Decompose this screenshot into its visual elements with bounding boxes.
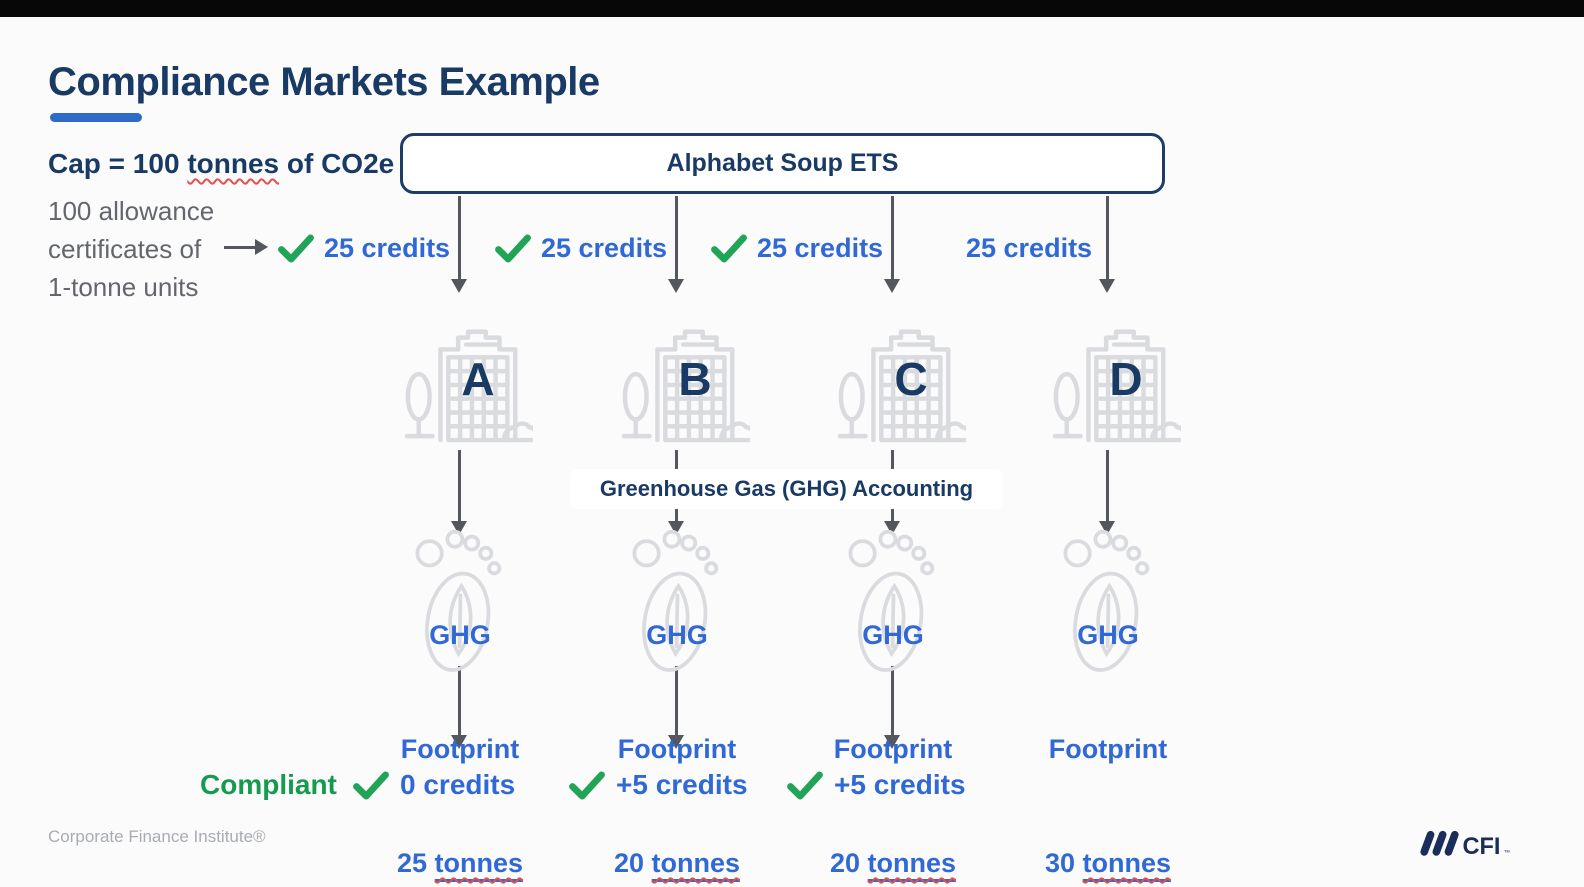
footprint-unit: tonnes [434,848,524,878]
footprint-unit: tonnes [867,848,957,878]
cfi-logo-tm: ™ [1504,849,1510,856]
arrow-down-icon [1099,196,1115,293]
footprint-tonnage: 30 tonnes [988,844,1228,882]
footprint-unit: tonnes [651,848,741,878]
company-letter-c: C [894,353,928,405]
footprint-word: Footprint [1048,734,1168,764]
footprint-tonnage: 20 tonnes [773,844,1013,882]
allocation-a: 25 credits [277,229,450,267]
building-icon [404,329,533,443]
ghg-footprint-b: GHG Footprint 20 tonnes [557,540,797,887]
result-c-label: +5 credits [834,769,966,800]
ghg-footprint-d: GHG Footprint 30 tonnes [988,540,1228,887]
check-icon [278,233,314,263]
building-icon [621,329,750,443]
check-icon [711,233,747,263]
result-a-label: 0 credits [400,769,516,800]
arrow-down-icon [451,196,467,293]
allowance-note-line2: certificates of [48,234,202,264]
arrow-down-icon [884,666,900,749]
ghg-accounting-label: Greenhouse Gas (GHG) Accounting [570,469,1003,509]
arrow-down-icon [884,196,900,293]
arrow-right-icon [224,239,268,255]
cfi-logo-text: CFI [1462,833,1500,859]
ghg-word: GHG [862,620,924,650]
ghg-word: GHG [646,620,708,650]
allocation-d-label: 25 credits [966,232,1093,263]
arrow-down-icon [451,450,467,535]
allocation-b-label: 25 credits [541,232,668,263]
footprint-tonnage: 25 tonnes [340,844,580,882]
footprint-icon [415,529,502,672]
cap-word-misspelled: tonnes [187,148,280,179]
allocation-c: 25 credits [710,229,883,267]
footprint-icon [632,529,719,672]
company-letter-b: B [678,353,712,405]
cap-post: of CO2e [279,148,395,179]
footer-attribution: Corporate Finance Institute® [48,827,266,846]
page-title: Compliance Markets Example [48,60,600,104]
result-b: +5 credits [568,766,748,804]
allocation-d: 25 credits [966,229,1092,267]
allocation-a-label: 25 credits [324,232,451,263]
arrow-down-icon [668,196,684,293]
ghg-word: GHG [429,620,491,650]
footprint-unit: tonnes [1082,848,1172,878]
cap-pre: Cap = 100 [48,148,188,179]
ghg-word: GHG [1077,620,1139,650]
footprint-word: Footprint [833,734,953,764]
allowance-note-line1: 100 allowance [48,196,215,226]
ets-box: Alphabet Soup ETS [400,133,1165,194]
ghg-footprint-c: GHG Footprint 20 tonnes [773,540,1013,887]
result-b-label: +5 credits [616,769,748,800]
allocation-b: 25 credits [494,229,667,267]
check-icon [495,233,531,263]
footprint-amount: 20 [613,848,652,878]
footprint-amount: 30 [1044,848,1083,878]
title-accent-bar [50,113,142,122]
check-icon [787,770,823,800]
footprint-amount: 20 [829,848,868,878]
compliant-label: Compliant [200,769,337,800]
footprint-amount: 25 [396,848,435,878]
result-a: 0 credits [352,766,515,804]
check-icon [353,770,389,800]
top-bar [0,0,1584,17]
company-letter-a: A [461,353,495,405]
allowance-note-line3: 1-tonne units [48,272,199,302]
cfi-logo: CFI ™ [1420,830,1510,859]
footprint-icon [1063,529,1150,672]
footprint-icon [848,529,935,672]
allocation-c-label: 25 credits [757,232,884,263]
footprint-tonnage: 20 tonnes [557,844,797,882]
result-c: +5 credits [786,766,966,804]
ghg-footprint-a: GHG Footprint 25 tonnes [340,540,580,887]
ghg-accounting-label-text: Greenhouse Gas (GHG) Accounting [599,476,974,501]
footprint-word: Footprint [400,734,520,764]
check-icon [569,770,605,800]
arrow-down-icon [1099,450,1115,535]
company-letter-d: D [1109,353,1143,405]
cap-heading: Cap = 100 tonnes of CO2e [48,148,394,180]
arrow-down-icon [668,666,684,749]
allowance-note: 100 allowance certificates of 1-tonne un… [48,192,214,306]
footprint-word: Footprint [617,734,737,764]
building-icon [837,329,966,443]
building-icon [1052,329,1181,443]
ets-box-label: Alphabet Soup ETS [666,149,899,177]
arrow-down-icon [451,666,467,749]
